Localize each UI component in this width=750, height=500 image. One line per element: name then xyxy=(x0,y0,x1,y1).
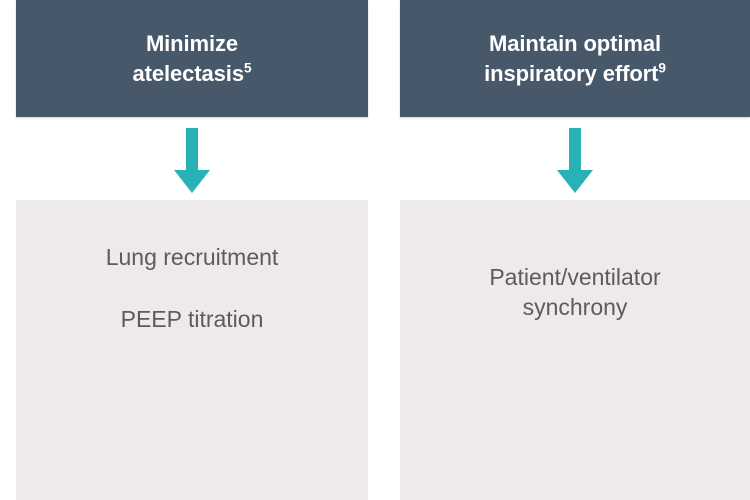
header-title-left-superscript: 5 xyxy=(243,60,252,76)
flow-column-maintain-inspiratory-effort: Maintain optimal inspiratory effort9 Pat… xyxy=(400,0,750,500)
content-card-right: Patient/ventilator synchrony xyxy=(400,200,750,500)
content-card-left: Lung recruitment PEEP titration xyxy=(16,200,368,500)
down-arrow-icon-right xyxy=(555,128,595,194)
header-title-right-text: Maintain optimal inspiratory effort xyxy=(484,30,661,86)
flow-column-minimize-atelectasis: Minimize atelectasis5 Lung recruitment P… xyxy=(16,0,368,500)
header-card-right: Maintain optimal inspiratory effort9 xyxy=(400,0,750,117)
content-line-peep-titration: PEEP titration xyxy=(120,306,264,333)
header-title-left-text: Minimize atelectasis xyxy=(132,30,245,86)
header-card-left: Minimize atelectasis5 xyxy=(16,0,368,117)
down-arrow-icon-left xyxy=(172,128,212,194)
header-title-right-superscript: 9 xyxy=(658,60,666,76)
content-line-patient-ventilator-synchrony: Patient/ventilator synchrony xyxy=(489,264,661,321)
header-title-left: Minimize atelectasis5 xyxy=(125,29,260,88)
content-line-lung-recruitment: Lung recruitment xyxy=(105,244,279,270)
header-title-right: Maintain optimal inspiratory effort9 xyxy=(476,29,674,88)
